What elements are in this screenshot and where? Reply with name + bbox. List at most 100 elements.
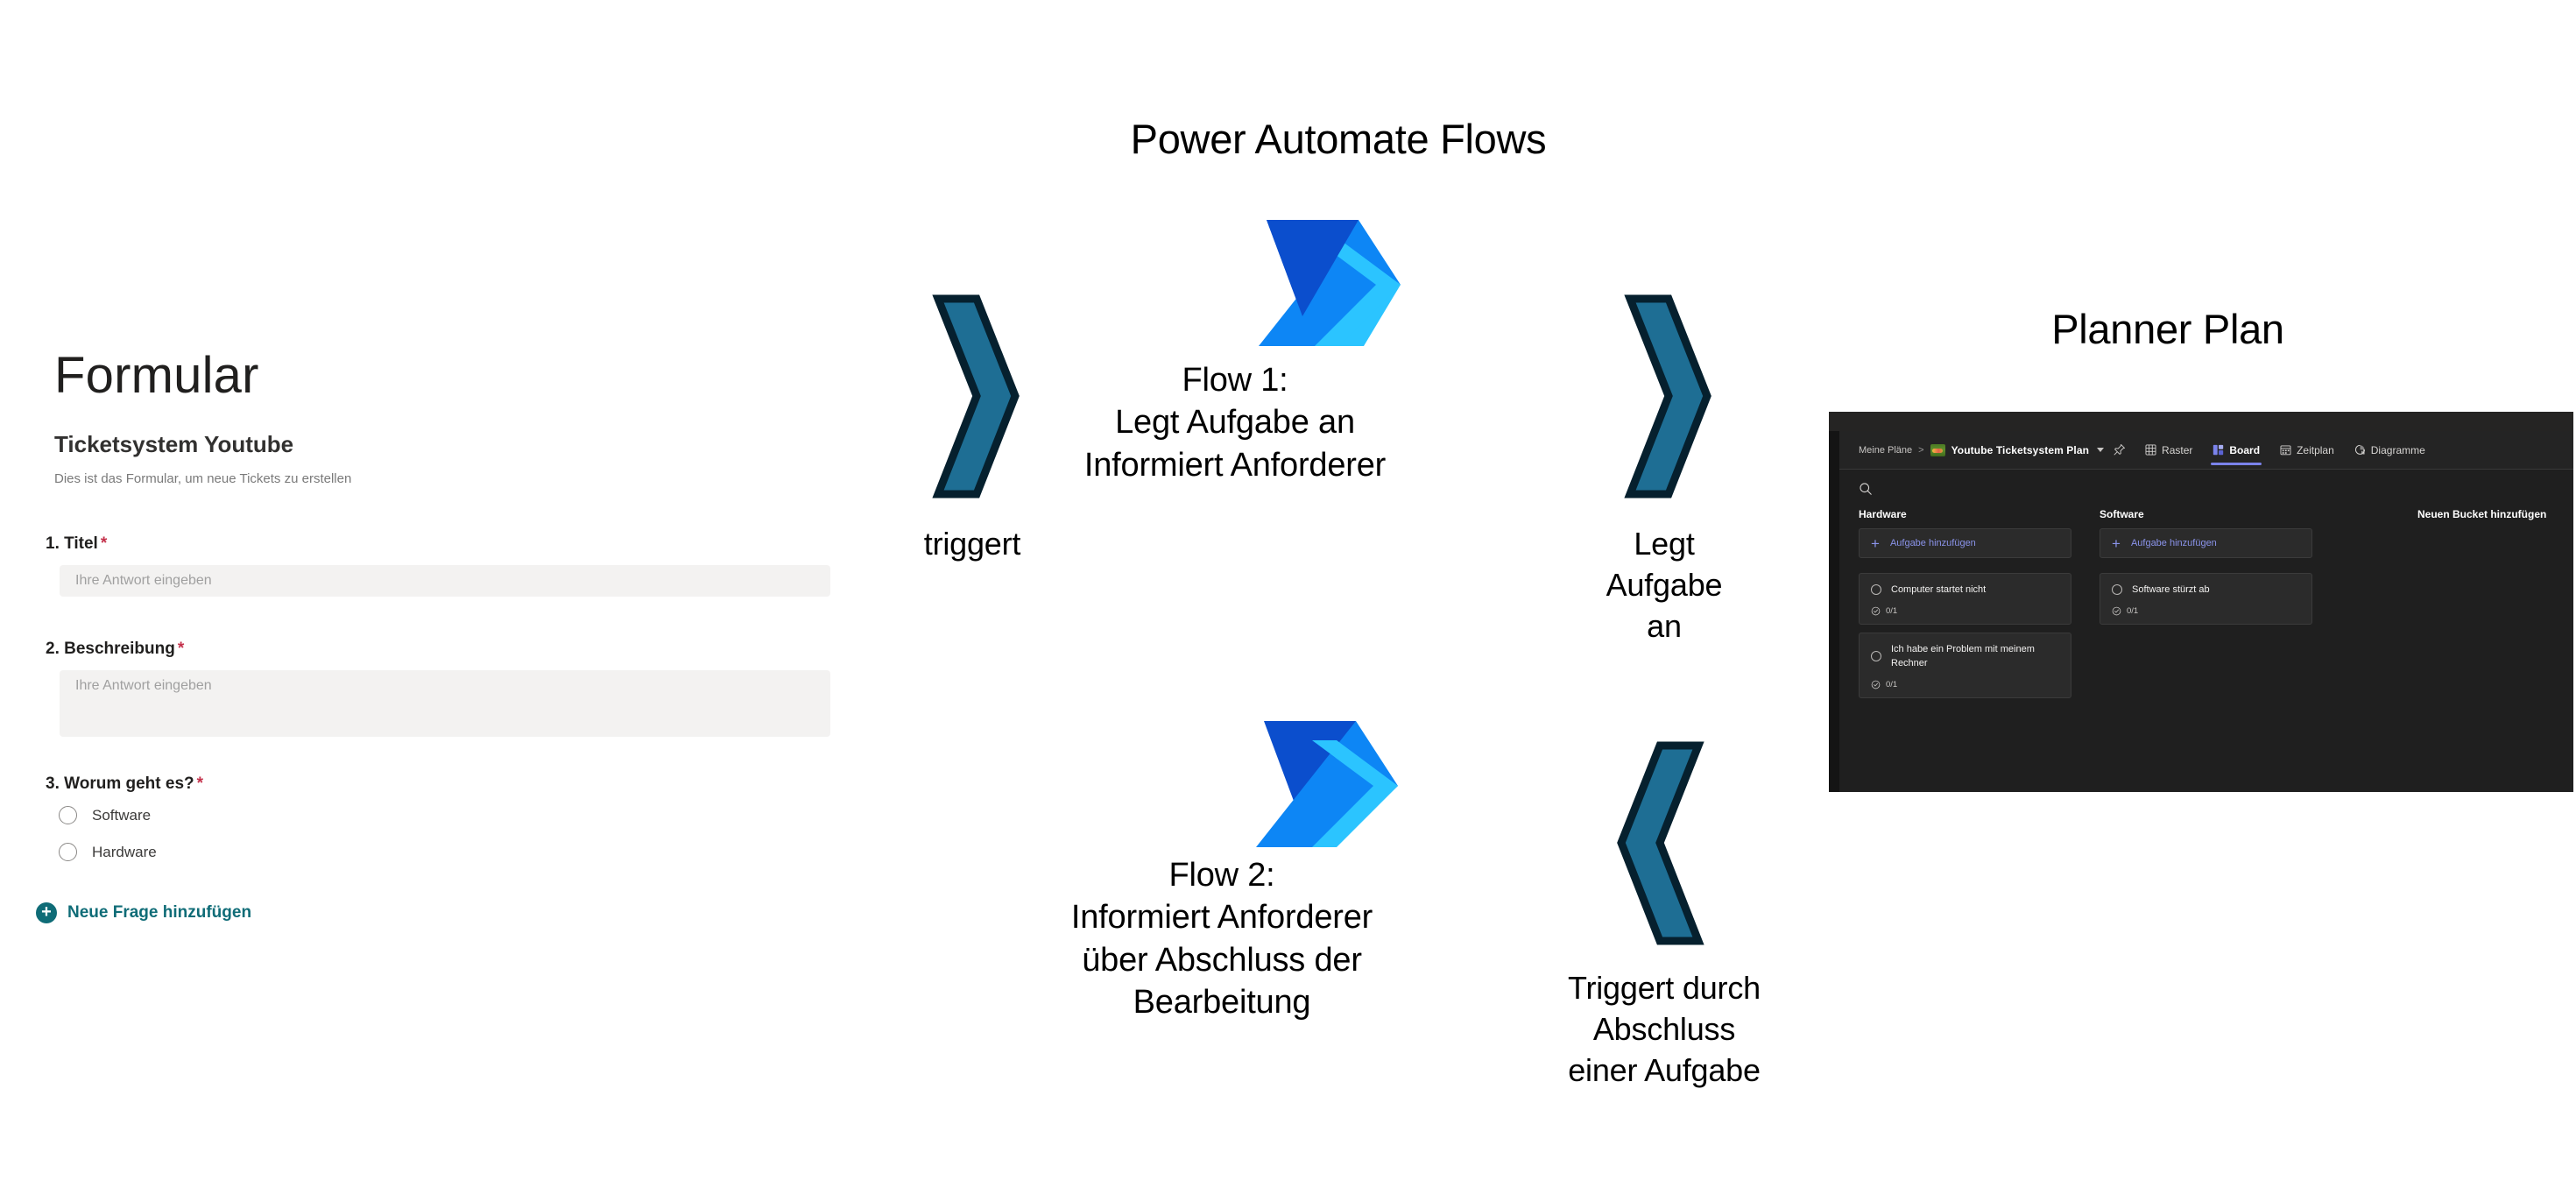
question-1-label: 1. Titel* xyxy=(46,534,107,554)
task-progress: 0/1 xyxy=(1886,605,1898,616)
form-description: Dies ist das Formular, um neue Tickets z… xyxy=(54,471,352,486)
tab-board[interactable]: Board xyxy=(2211,431,2262,470)
plus-icon: + xyxy=(2112,534,2121,552)
tab-board-label: Board xyxy=(2229,443,2261,456)
planner-titlebar xyxy=(1829,412,2573,431)
question-2: 2. Beschreibung* xyxy=(46,640,184,659)
task-card-meta: 0/1 xyxy=(1871,680,2059,689)
arrow-right-bottom-line-3: einer Aufgabe xyxy=(1568,1051,1761,1088)
radio-icon xyxy=(59,843,77,861)
planner-header: Meine Pläne > Youtube Ticketsystem Plan … xyxy=(1839,431,2573,470)
question-3: 3. Worum geht es?* xyxy=(46,774,203,794)
radio-option-hardware-label: Hardware xyxy=(92,843,157,860)
chevron-left-triggert-durch-icon xyxy=(1617,741,1704,945)
chevron-right-triggert-icon xyxy=(932,294,1020,498)
question-3-text: 3. Worum geht es? xyxy=(46,774,194,793)
bucket-hardware: Hardware + Aufgabe hinzufügen Computer s… xyxy=(1859,508,2071,706)
chart-icon xyxy=(2354,444,2365,455)
tab-zeitplan[interactable]: Zeitplan xyxy=(2278,431,2336,470)
arrow-right-bottom-line-1: Triggert durch xyxy=(1568,970,1761,1006)
circle-icon[interactable] xyxy=(1871,650,1881,661)
question-2-placeholder: Ihre Antwort eingeben xyxy=(75,678,212,693)
planner-board: Hardware + Aufgabe hinzufügen Computer s… xyxy=(1839,508,2573,792)
checklist-icon xyxy=(1871,680,1881,689)
plan-emoji-icon xyxy=(1930,443,1945,456)
search-icon[interactable] xyxy=(1859,482,1873,496)
task-card-meta: 0/1 xyxy=(2112,606,2300,616)
add-task-label: Aufgabe hinzufügen xyxy=(1889,538,1976,548)
circle-icon[interactable] xyxy=(2112,584,2122,595)
power-automate-logo-icon xyxy=(1259,220,1401,346)
question-2-label: 2. Beschreibung* xyxy=(46,640,184,659)
arrow-left-text: triggert xyxy=(923,526,1021,562)
chevron-down-icon[interactable] xyxy=(2097,448,2105,452)
radio-option-software-label: Software xyxy=(92,806,152,824)
question-1-placeholder: Ihre Antwort eingeben xyxy=(75,573,212,588)
task-card-meta: 0/1 xyxy=(1871,606,2059,616)
question-2-input[interactable]: Ihre Antwort eingeben xyxy=(60,670,830,737)
checklist-icon xyxy=(2112,606,2121,616)
radio-option-hardware[interactable]: Hardware xyxy=(59,843,157,861)
breadcrumb-root[interactable]: Meine Pläne xyxy=(1859,444,1913,456)
grid-icon xyxy=(2145,444,2156,456)
breadcrumb-separator: > xyxy=(1918,444,1924,456)
tab-diagramme[interactable]: Diagramme xyxy=(2353,431,2427,470)
arrow-right-bottom-label: Triggert durch Abschluss einer Aufgabe xyxy=(1559,968,1769,1091)
radio-icon xyxy=(59,806,77,824)
page-title: Formular xyxy=(54,347,259,404)
question-2-required-marker: * xyxy=(177,640,185,658)
flow-2-line-3: Bearbeitung xyxy=(1133,983,1311,1021)
bucket-hardware-title[interactable]: Hardware xyxy=(1859,508,1907,520)
question-1: 1. Titel* xyxy=(46,534,107,554)
add-question-button[interactable]: + Neue Frage hinzufügen xyxy=(36,902,251,923)
tab-zeitplan-label: Zeitplan xyxy=(2297,443,2334,456)
flow-2-name: Flow 2: xyxy=(1168,857,1275,894)
task-card[interactable]: Computer startet nicht 0/1 xyxy=(1859,573,2071,625)
planner-left-rail xyxy=(1829,431,1839,792)
question-1-required-marker: * xyxy=(100,534,108,553)
task-card[interactable]: Ich habe ein Problem mit meinem Rechner … xyxy=(1859,632,2071,698)
pin-icon[interactable] xyxy=(2113,443,2126,456)
calendar-icon xyxy=(2280,445,2291,456)
form-subtitle: Ticketsystem Youtube xyxy=(54,431,294,457)
add-task-button-software[interactable]: + Aufgabe hinzufügen xyxy=(2100,528,2312,558)
question-3-label: 3. Worum geht es?* xyxy=(46,774,203,794)
checklist-icon xyxy=(1871,606,1881,616)
flow-2-line-2: über Abschluss der xyxy=(1082,941,1362,979)
flow-1-line-1: Legt Aufgabe an xyxy=(1115,404,1355,442)
question-3-required-marker: * xyxy=(196,774,204,793)
radio-option-software[interactable]: Software xyxy=(59,806,151,824)
tab-diagramme-label: Diagramme xyxy=(2370,443,2425,456)
arrow-right-top-line-1: Legt xyxy=(1634,526,1695,562)
task-card-header: Computer startet nicht xyxy=(1871,583,2059,597)
plus-circle-icon: + xyxy=(36,902,57,923)
question-1-input[interactable]: Ihre Antwort eingeben xyxy=(60,565,830,597)
tab-raster[interactable]: Raster xyxy=(2143,431,2194,470)
task-card-header: Ich habe ein Problem mit meinem Rechner xyxy=(1871,643,2059,671)
bucket-software: Software + Aufgabe hinzufügen Software s… xyxy=(2100,508,2312,633)
arrow-right-top-line-2: Aufgabe xyxy=(1606,566,1723,603)
question-2-text: 2. Beschreibung xyxy=(46,640,175,658)
add-task-button-hardware[interactable]: + Aufgabe hinzufügen xyxy=(1859,528,2071,558)
flow-1-line-2: Informiert Anforderer xyxy=(1083,446,1387,484)
bucket-software-title[interactable]: Software xyxy=(2100,508,2144,520)
planner-panel: Meine Pläne > Youtube Ticketsystem Plan … xyxy=(1829,412,2573,792)
task-title: Software stürzt ab xyxy=(2132,584,2210,595)
planner-tabs: Raster Board xyxy=(2143,431,2427,470)
circle-icon[interactable] xyxy=(1871,584,1881,595)
add-task-label: Aufgabe hinzufügen xyxy=(2130,538,2217,548)
tab-raster-label: Raster xyxy=(2162,443,2193,456)
planner-search-row[interactable] xyxy=(1839,470,2573,508)
add-bucket-button[interactable]: Neuen Bucket hinzufügen xyxy=(2417,508,2547,520)
flow-1-name: Flow 1: xyxy=(1182,362,1288,399)
board-icon xyxy=(2213,444,2224,456)
forms-panel: Formular Ticketsystem Youtube Dies ist d… xyxy=(0,0,876,1202)
planner-section-title: Planner Plan xyxy=(2051,306,2284,352)
plan-name[interactable]: Youtube Ticketsystem Plan xyxy=(1951,443,2090,456)
chevron-right-legt-aufgabe-icon xyxy=(1624,294,1711,498)
task-card-header: Software stürzt ab xyxy=(2112,583,2300,597)
arrow-left-label: triggert xyxy=(885,524,1060,565)
add-question-label: Neue Frage hinzufügen xyxy=(67,903,252,922)
task-progress: 0/1 xyxy=(1886,679,1898,689)
task-card[interactable]: Software stürzt ab 0/1 xyxy=(2100,573,2312,625)
